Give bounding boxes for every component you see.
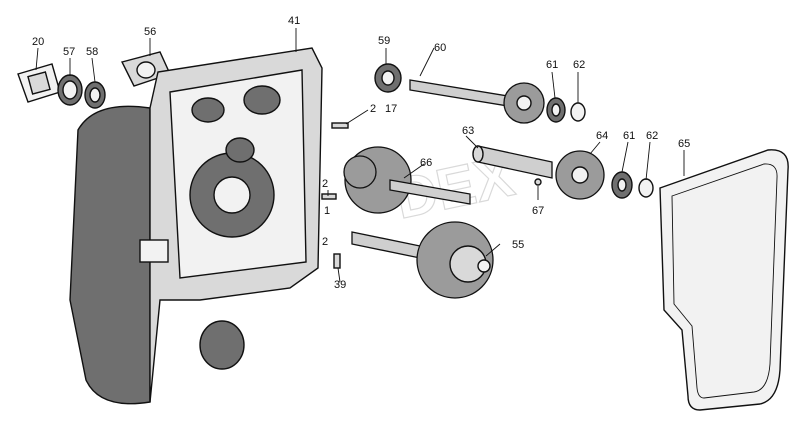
callout-61-upper: 61 xyxy=(546,59,558,71)
callout-39: 39 xyxy=(334,279,346,291)
part-67-pin xyxy=(534,178,542,186)
callout-66: 66 xyxy=(420,157,432,169)
callout-2-upper: 2 xyxy=(370,103,376,115)
bolt-17 xyxy=(331,122,349,129)
callout-64: 64 xyxy=(596,130,608,142)
part-60-shaft xyxy=(409,79,545,124)
callout-59: 59 xyxy=(378,35,390,47)
part-41-housing xyxy=(69,47,323,405)
callout-2-lower: 2 xyxy=(322,236,328,248)
callout-63: 63 xyxy=(462,125,474,137)
callout-57: 57 xyxy=(63,46,75,58)
part-61-bearing-upper xyxy=(546,97,566,123)
callout-41: 41 xyxy=(288,15,300,27)
callout-20: 20 xyxy=(32,36,44,48)
callout-62-upper: 62 xyxy=(573,59,585,71)
part-57-bearing xyxy=(57,74,83,106)
callout-62-lower: 62 xyxy=(646,130,658,142)
part-65-gasket xyxy=(659,149,789,411)
callout-labels: 20 57 58 56 41 59 60 61 62 2 17 63 64 61… xyxy=(32,15,690,291)
part-59-bearing xyxy=(374,63,402,93)
part-62-circlip-upper xyxy=(570,102,586,122)
callout-55: 55 xyxy=(512,239,524,251)
bolt-1 xyxy=(321,193,337,200)
leader-lines xyxy=(35,28,685,283)
callout-60: 60 xyxy=(434,42,446,54)
bolt-39 xyxy=(333,253,341,269)
part-58-seal xyxy=(84,81,106,109)
part-62-circlip-lower xyxy=(638,178,654,198)
callout-1: 1 xyxy=(324,205,330,217)
callout-67: 67 xyxy=(532,205,544,217)
callout-65: 65 xyxy=(678,138,690,150)
part-61-bearing-lower xyxy=(611,171,633,199)
part-55-gear-shaft xyxy=(351,221,494,299)
part-63-shaft xyxy=(472,145,553,179)
part-20-gasket-plate xyxy=(17,63,61,103)
callout-17: 17 xyxy=(385,103,397,115)
callout-61-lower: 61 xyxy=(623,130,635,142)
callout-2-mid: 2 xyxy=(322,178,328,190)
part-64-gear xyxy=(555,150,605,200)
part-66-gear-shaft xyxy=(343,146,471,214)
callout-56: 56 xyxy=(144,26,156,38)
callout-58: 58 xyxy=(86,46,98,58)
